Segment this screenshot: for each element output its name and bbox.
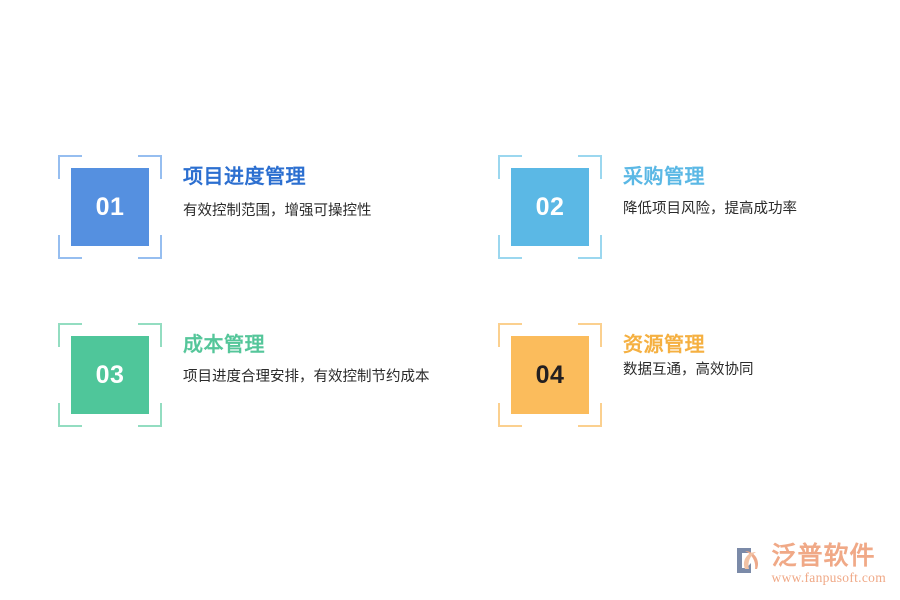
watermark-logo: 泛普软件 www.fanpusoft.com — [735, 540, 886, 586]
feature-title-02: 采购管理 — [623, 166, 705, 188]
badge-number-01: 01 — [71, 168, 149, 246]
corner-bracket-bottom-right-icon — [578, 235, 602, 259]
feature-text-04: 资源管理 数据互通，高效协同 — [602, 323, 898, 381]
corner-bracket-bottom-right-icon — [138, 235, 162, 259]
feature-description-01: 有效控制范围，增强可操控性 — [183, 203, 372, 219]
features-grid: 01 项目进度管理 有效控制范围，增强可操控性 02 采购管理 降低项目风险，提… — [58, 155, 898, 427]
features-row-2: 03 成本管理 项目进度合理安排，有效控制节约成本 04 资源管理 数据互通，高… — [58, 323, 898, 427]
badge-frame-02: 02 — [498, 155, 602, 259]
corner-bracket-top-right-icon — [578, 155, 602, 179]
feature-card-04[interactable]: 04 资源管理 数据互通，高效协同 — [498, 323, 898, 427]
feature-text-01: 项目进度管理 有效控制范围，增强可操控性 — [162, 155, 498, 222]
fanpu-logo-mark-icon — [736, 547, 758, 573]
feature-description-02: 降低项目风险，提高成功率 — [623, 201, 797, 217]
feature-description-03: 项目进度合理安排，有效控制节约成本 — [183, 369, 430, 385]
feature-card-03[interactable]: 03 成本管理 项目进度合理安排，有效控制节约成本 — [58, 323, 498, 427]
feature-title-03: 成本管理 — [183, 334, 265, 356]
corner-bracket-bottom-right-icon — [138, 403, 162, 427]
corner-bracket-top-left-icon — [58, 155, 82, 179]
badge-number-04: 04 — [511, 336, 589, 414]
watermark-text-block: 泛普软件 www.fanpusoft.com — [771, 540, 886, 586]
badge-frame-01: 01 — [58, 155, 162, 259]
watermark-brand-name: 泛普软件 — [771, 540, 876, 570]
feature-description-04: 数据互通，高效协同 — [623, 362, 754, 378]
feature-text-02: 采购管理 降低项目风险，提高成功率 — [602, 155, 898, 220]
feature-card-01[interactable]: 01 项目进度管理 有效控制范围，增强可操控性 — [58, 155, 498, 259]
features-row-1: 01 项目进度管理 有效控制范围，增强可操控性 02 采购管理 降低项目风险，提… — [58, 155, 898, 323]
corner-bracket-bottom-left-icon — [58, 235, 82, 259]
corner-bracket-bottom-left-icon — [498, 403, 522, 427]
corner-bracket-top-left-icon — [498, 323, 522, 347]
badge-number-03: 03 — [71, 336, 149, 414]
corner-bracket-bottom-left-icon — [58, 403, 82, 427]
feature-title-04: 资源管理 — [623, 334, 705, 356]
feature-card-02[interactable]: 02 采购管理 降低项目风险，提高成功率 — [498, 155, 898, 259]
badge-number-02: 02 — [511, 168, 589, 246]
corner-bracket-bottom-left-icon — [498, 235, 522, 259]
corner-bracket-top-right-icon — [578, 323, 602, 347]
corner-bracket-top-right-icon — [138, 155, 162, 179]
badge-frame-03: 03 — [58, 323, 162, 427]
corner-bracket-top-left-icon — [498, 155, 522, 179]
feature-title-01: 项目进度管理 — [183, 166, 306, 188]
badge-frame-04: 04 — [498, 323, 602, 427]
corner-bracket-top-right-icon — [138, 323, 162, 347]
corner-bracket-top-left-icon — [58, 323, 82, 347]
corner-bracket-bottom-right-icon — [578, 403, 602, 427]
watermark-url: www.fanpusoft.com — [771, 570, 886, 585]
feature-text-03: 成本管理 项目进度合理安排，有效控制节约成本 — [162, 323, 498, 388]
